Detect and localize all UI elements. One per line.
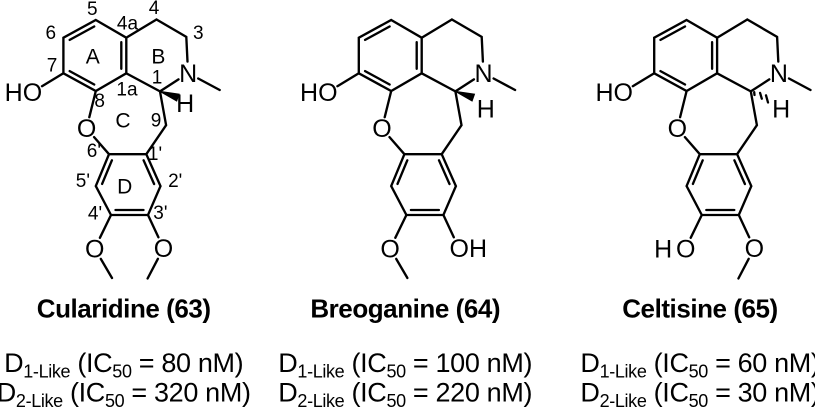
- svg-text:3': 3': [153, 203, 167, 224]
- svg-text:4': 4': [88, 204, 102, 225]
- svg-text:4: 4: [149, 0, 160, 19]
- svg-text:D: D: [117, 175, 132, 198]
- svg-text:O: O: [380, 235, 399, 263]
- svg-text:D1-Like (IC50 = 60 nM): D1-Like (IC50 = 60 nM): [580, 348, 815, 382]
- svg-text:HO: HO: [300, 79, 338, 107]
- svg-text:H: H: [176, 90, 194, 118]
- svg-text:1: 1: [152, 67, 163, 88]
- svg-text:H: H: [654, 235, 672, 263]
- svg-text:D1-Like (IC50 = 100 nM): D1-Like (IC50 = 100 nM): [278, 348, 532, 382]
- svg-text:A: A: [86, 45, 100, 68]
- svg-text:OH: OH: [450, 235, 488, 263]
- svg-text:D2-Like (IC50 = 30 nM): D2-Like (IC50 = 30 nM): [580, 378, 815, 408]
- svg-text:9: 9: [151, 111, 162, 132]
- svg-text:2': 2': [168, 171, 182, 192]
- svg-text:HO: HO: [5, 79, 43, 107]
- svg-text:H: H: [477, 96, 495, 124]
- svg-text:Celtisine (65): Celtisine (65): [622, 293, 778, 323]
- svg-text:D2-Like (IC50 = 320 nM): D2-Like (IC50 = 320 nM): [0, 378, 251, 408]
- svg-text:N: N: [770, 60, 788, 88]
- svg-text:6: 6: [46, 23, 57, 44]
- svg-text:5: 5: [87, 0, 98, 20]
- svg-text:Breoganine (64): Breoganine (64): [310, 293, 500, 323]
- svg-text:3: 3: [193, 23, 204, 44]
- svg-text:1a: 1a: [116, 79, 138, 100]
- svg-text:Cularidine (63): Cularidine (63): [37, 293, 211, 323]
- svg-text:C: C: [115, 110, 130, 133]
- svg-text:D2-Like (IC50 = 220 nM): D2-Like (IC50 = 220 nM): [278, 378, 532, 408]
- svg-text:O: O: [85, 235, 104, 263]
- svg-text:O: O: [745, 235, 764, 263]
- svg-text:N: N: [474, 60, 492, 88]
- svg-text:B: B: [151, 45, 165, 68]
- svg-text:HO: HO: [595, 79, 633, 107]
- svg-text:5': 5': [76, 171, 90, 192]
- svg-text:4a: 4a: [117, 14, 139, 35]
- svg-text:8: 8: [94, 91, 105, 112]
- svg-text:O: O: [676, 235, 695, 263]
- svg-text:H: H: [772, 96, 790, 124]
- svg-text:D1-Like (IC50 = 80 nM): D1-Like (IC50 = 80 nM): [4, 348, 243, 382]
- svg-text:7: 7: [47, 55, 58, 76]
- svg-text:O: O: [77, 115, 96, 143]
- svg-text:O: O: [154, 235, 173, 263]
- svg-text:1': 1': [148, 144, 162, 165]
- svg-text:6': 6': [87, 141, 101, 162]
- svg-text:O: O: [372, 115, 391, 143]
- svg-text:N: N: [179, 60, 197, 88]
- svg-text:O: O: [668, 115, 687, 143]
